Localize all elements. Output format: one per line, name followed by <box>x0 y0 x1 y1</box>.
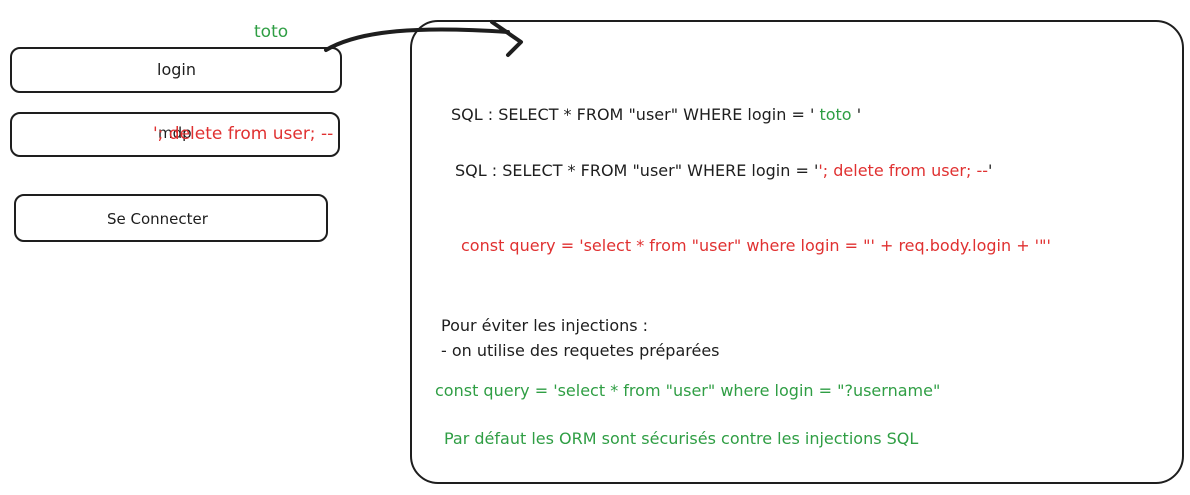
password-input-placeholder: mdp <box>158 124 192 142</box>
login-input-placeholder: login <box>157 60 196 79</box>
prevention-item: - on utilise des requetes préparées <box>441 341 720 360</box>
safe-query-line: const query = 'select * from "user" wher… <box>435 381 941 400</box>
explanation-panel <box>410 20 1184 484</box>
connect-button[interactable] <box>14 194 328 242</box>
orm-note: Par défaut les ORM sont sécurisés contre… <box>444 429 919 448</box>
password-input[interactable] <box>10 112 340 157</box>
sql-injected-value: '; delete from user; -- <box>818 161 988 180</box>
sql-injected-prefix: SQL : SELECT * FROM "user" WHERE login =… <box>455 161 819 180</box>
typed-login-value: toto <box>254 22 289 42</box>
connect-button-label: Se Connecter <box>107 210 208 228</box>
js-query-line: const query = 'select * from "user" wher… <box>461 236 1051 255</box>
sql-normal-value: toto <box>819 105 852 124</box>
sql-normal-line: SQL : SELECT * FROM "user" WHERE login =… <box>451 105 861 124</box>
sql-normal-prefix: SQL : SELECT * FROM "user" WHERE login =… <box>451 105 815 124</box>
login-input[interactable] <box>10 47 342 93</box>
sql-normal-suffix: ' <box>856 105 862 124</box>
sql-injected-line: SQL : SELECT * FROM "user" WHERE login =… <box>455 161 992 180</box>
sql-injected-suffix: ' <box>987 161 993 180</box>
prevention-title: Pour éviter les injections : <box>441 316 649 335</box>
password-injection-text: '; delete from user; -- <box>153 124 334 144</box>
